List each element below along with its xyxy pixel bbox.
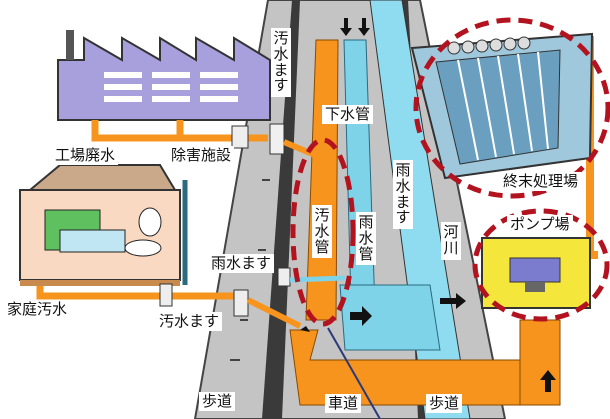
label-sidewalk-right: 歩道 [426, 394, 463, 413]
pump-station [481, 237, 591, 309]
treatment-plant [410, 32, 594, 180]
label-treatment-facility: 除害施設 [168, 146, 235, 165]
inlet-to-sewer [282, 139, 324, 161]
curb-dashes [230, 179, 270, 361]
label-sewage-inlet-bottom: 汚水ます [156, 312, 223, 331]
label-river-text: 河川 [443, 223, 459, 257]
label-sewage-inlet-top-text: 汚水ます [273, 29, 289, 95]
label-sidewalk-left: 歩道 [199, 392, 236, 411]
pointer-line [327, 327, 381, 419]
label-terminal-plant: 終末処理場 [500, 172, 582, 191]
sewage-riser-to-pump [519, 319, 561, 406]
road-inlet-to-sewer [246, 297, 302, 329]
house-drain-pipe [36, 286, 240, 300]
label-sewage-pipe: 汚水管 [312, 205, 332, 259]
rain-pipe-outlet [339, 284, 441, 351]
label-rain-pipe: 雨水管 [356, 212, 376, 266]
label-rain-pipe-text: 雨水管 [358, 213, 374, 263]
river-channel [369, 0, 471, 419]
label-roadway: 車道 [325, 394, 362, 413]
sewage-inlet-top-box [269, 123, 285, 155]
flow-arrows [300, 18, 556, 392]
label-river: 河川 [441, 222, 461, 260]
label-pump-station: ポンプ場 [507, 215, 573, 234]
house [19, 164, 181, 286]
label-sewage-pipe-text: 汚水管 [314, 206, 330, 256]
highlight-circle-pump [472, 208, 610, 322]
sewage-inlet-bottom-box [159, 283, 173, 307]
label-rain-inlet-left: 雨水ます [208, 254, 275, 273]
factory [57, 30, 271, 121]
label-household-waste: 家庭汚水 [4, 300, 71, 319]
highlight-circle-sewage-pipe [290, 137, 356, 327]
label-rain-inlet-middle: 雨水ます [393, 160, 413, 229]
label-rain-inlet-middle-text: 雨水ます [395, 161, 411, 227]
label-sewer-pipe: 下水管 [322, 105, 374, 124]
factory-drain-pipe [91, 120, 268, 142]
label-factory-waste: 工場廃水 [52, 146, 119, 165]
sewage-inlet-road-box [233, 289, 249, 317]
highlight-circle-plant [413, 17, 610, 199]
rain-inlet-box [277, 267, 291, 287]
label-sewage-inlet-top: 汚水ます [271, 28, 291, 97]
treatment-tank [231, 125, 249, 149]
